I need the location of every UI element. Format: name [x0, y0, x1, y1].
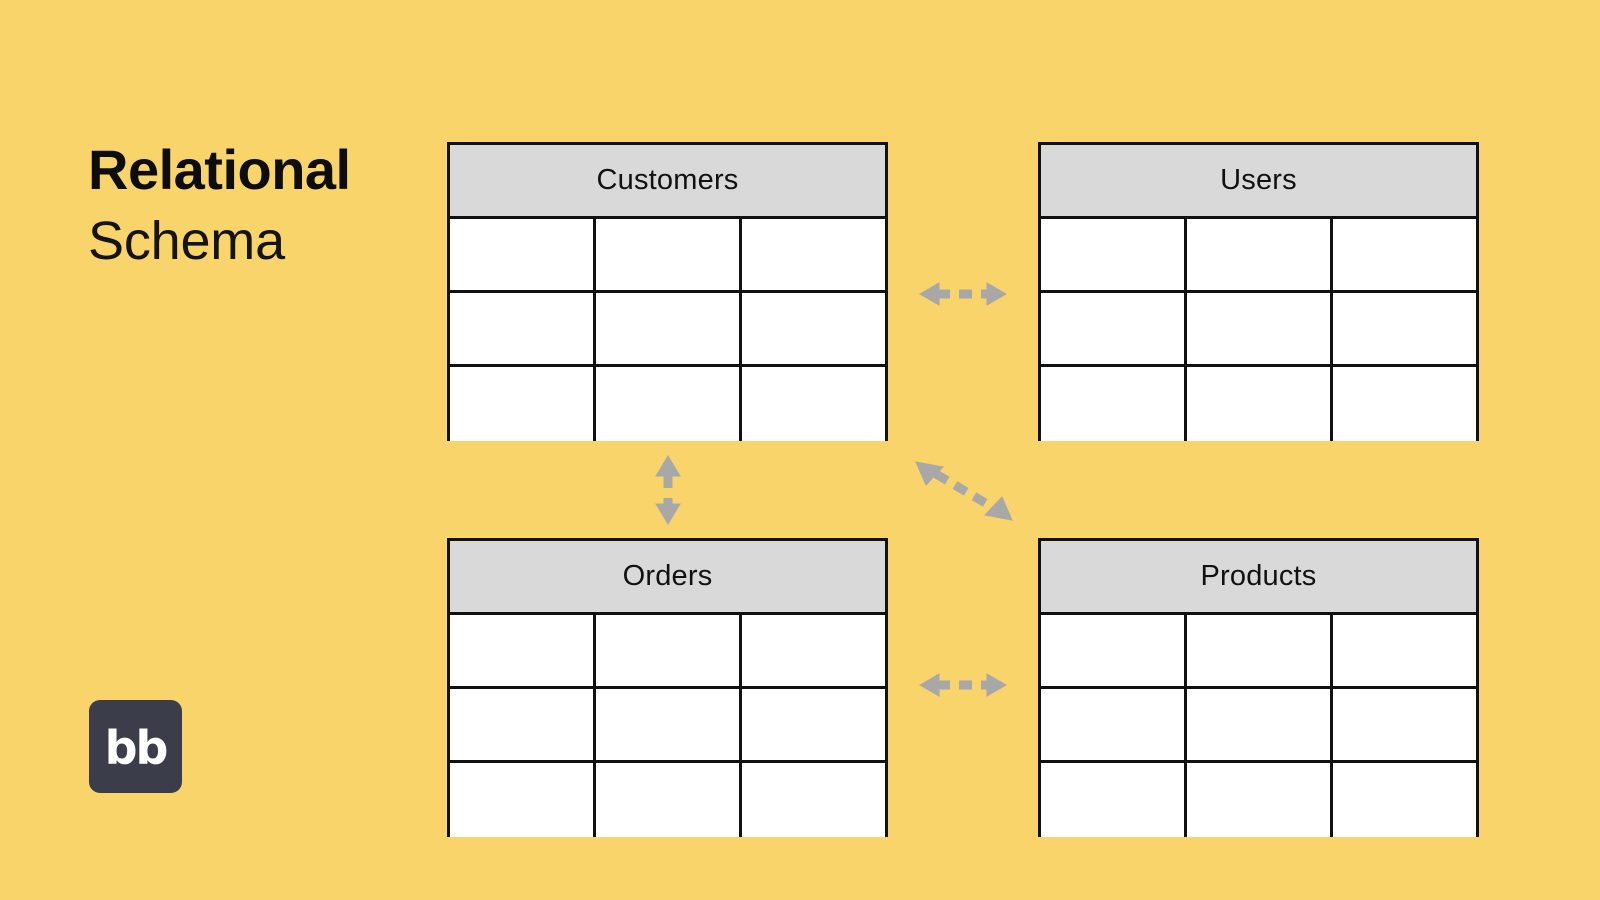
table-title-label: Customers: [596, 164, 739, 196]
page-title-primary: Relational: [88, 138, 351, 201]
table-cell: [742, 615, 885, 686]
table-cell: [1333, 615, 1476, 686]
table-title-label: Users: [1220, 164, 1297, 196]
table-cell: [1041, 293, 1187, 364]
table-cell: [1187, 293, 1333, 364]
table-body-orders: [450, 615, 885, 837]
table-cell: [596, 367, 742, 441]
table-row: [450, 367, 885, 441]
table-cell: [1333, 293, 1476, 364]
table-cell: [742, 219, 885, 290]
table-cell: [596, 219, 742, 290]
table-cell: [1333, 689, 1476, 760]
table-cell: [1187, 367, 1333, 441]
table-title-label: Orders: [622, 560, 713, 592]
table-cell: [742, 689, 885, 760]
table-row: [450, 293, 885, 367]
page-title-secondary: Schema: [88, 211, 285, 271]
table-cell: [1187, 615, 1333, 686]
page-title: Relational Schema: [88, 138, 351, 271]
table-body-customers: [450, 219, 885, 441]
table-title-label: Products: [1200, 560, 1317, 592]
table-cell: [450, 615, 596, 686]
table-row: [450, 615, 885, 689]
table-header-orders: Orders: [450, 541, 885, 615]
table-cell: [596, 615, 742, 686]
table-row: [1041, 689, 1476, 763]
table-header-users: Users: [1041, 145, 1476, 219]
table-row: [1041, 367, 1476, 441]
schema-table-products[interactable]: Products: [1038, 538, 1479, 837]
table-body-products: [1041, 615, 1476, 837]
brand-logo: bb: [89, 700, 182, 793]
table-cell: [1041, 763, 1187, 837]
table-cell: [450, 689, 596, 760]
table-cell: [450, 367, 596, 441]
table-cell: [1333, 367, 1476, 441]
table-body-users: [1041, 219, 1476, 441]
table-row: [1041, 763, 1476, 837]
table-cell: [742, 367, 885, 441]
table-row: [1041, 615, 1476, 689]
table-cell: [596, 689, 742, 760]
connector-customers-orders: [655, 455, 681, 525]
schema-table-customers[interactable]: Customers: [447, 142, 888, 441]
table-cell: [450, 219, 596, 290]
brand-logo-text: bb: [104, 720, 169, 775]
table-cell: [450, 293, 596, 364]
table-row: [450, 219, 885, 293]
table-header-customers: Customers: [450, 145, 885, 219]
table-cell: [1041, 219, 1187, 290]
table-cell: [1187, 219, 1333, 290]
table-cell: [1333, 763, 1476, 837]
table-cell: [1041, 689, 1187, 760]
table-cell: [450, 763, 596, 837]
connector-orders-products: [919, 673, 1007, 697]
table-cell: [596, 293, 742, 364]
table-cell: [1041, 615, 1187, 686]
table-cell: [596, 763, 742, 837]
table-cell: [1041, 367, 1187, 441]
table-cell: [1187, 763, 1333, 837]
schema-table-users[interactable]: Users: [1038, 142, 1479, 441]
table-row: [450, 689, 885, 763]
schema-table-orders[interactable]: Orders: [447, 538, 888, 837]
table-row: [1041, 219, 1476, 293]
table-cell: [742, 293, 885, 364]
table-row: [1041, 293, 1476, 367]
table-cell: [1187, 689, 1333, 760]
table-cell: [1333, 219, 1476, 290]
table-row: [450, 763, 885, 837]
table-cell: [742, 763, 885, 837]
connector-users-orders: [915, 461, 1013, 521]
table-header-products: Products: [1041, 541, 1476, 615]
connector-customers-users: [919, 282, 1007, 306]
